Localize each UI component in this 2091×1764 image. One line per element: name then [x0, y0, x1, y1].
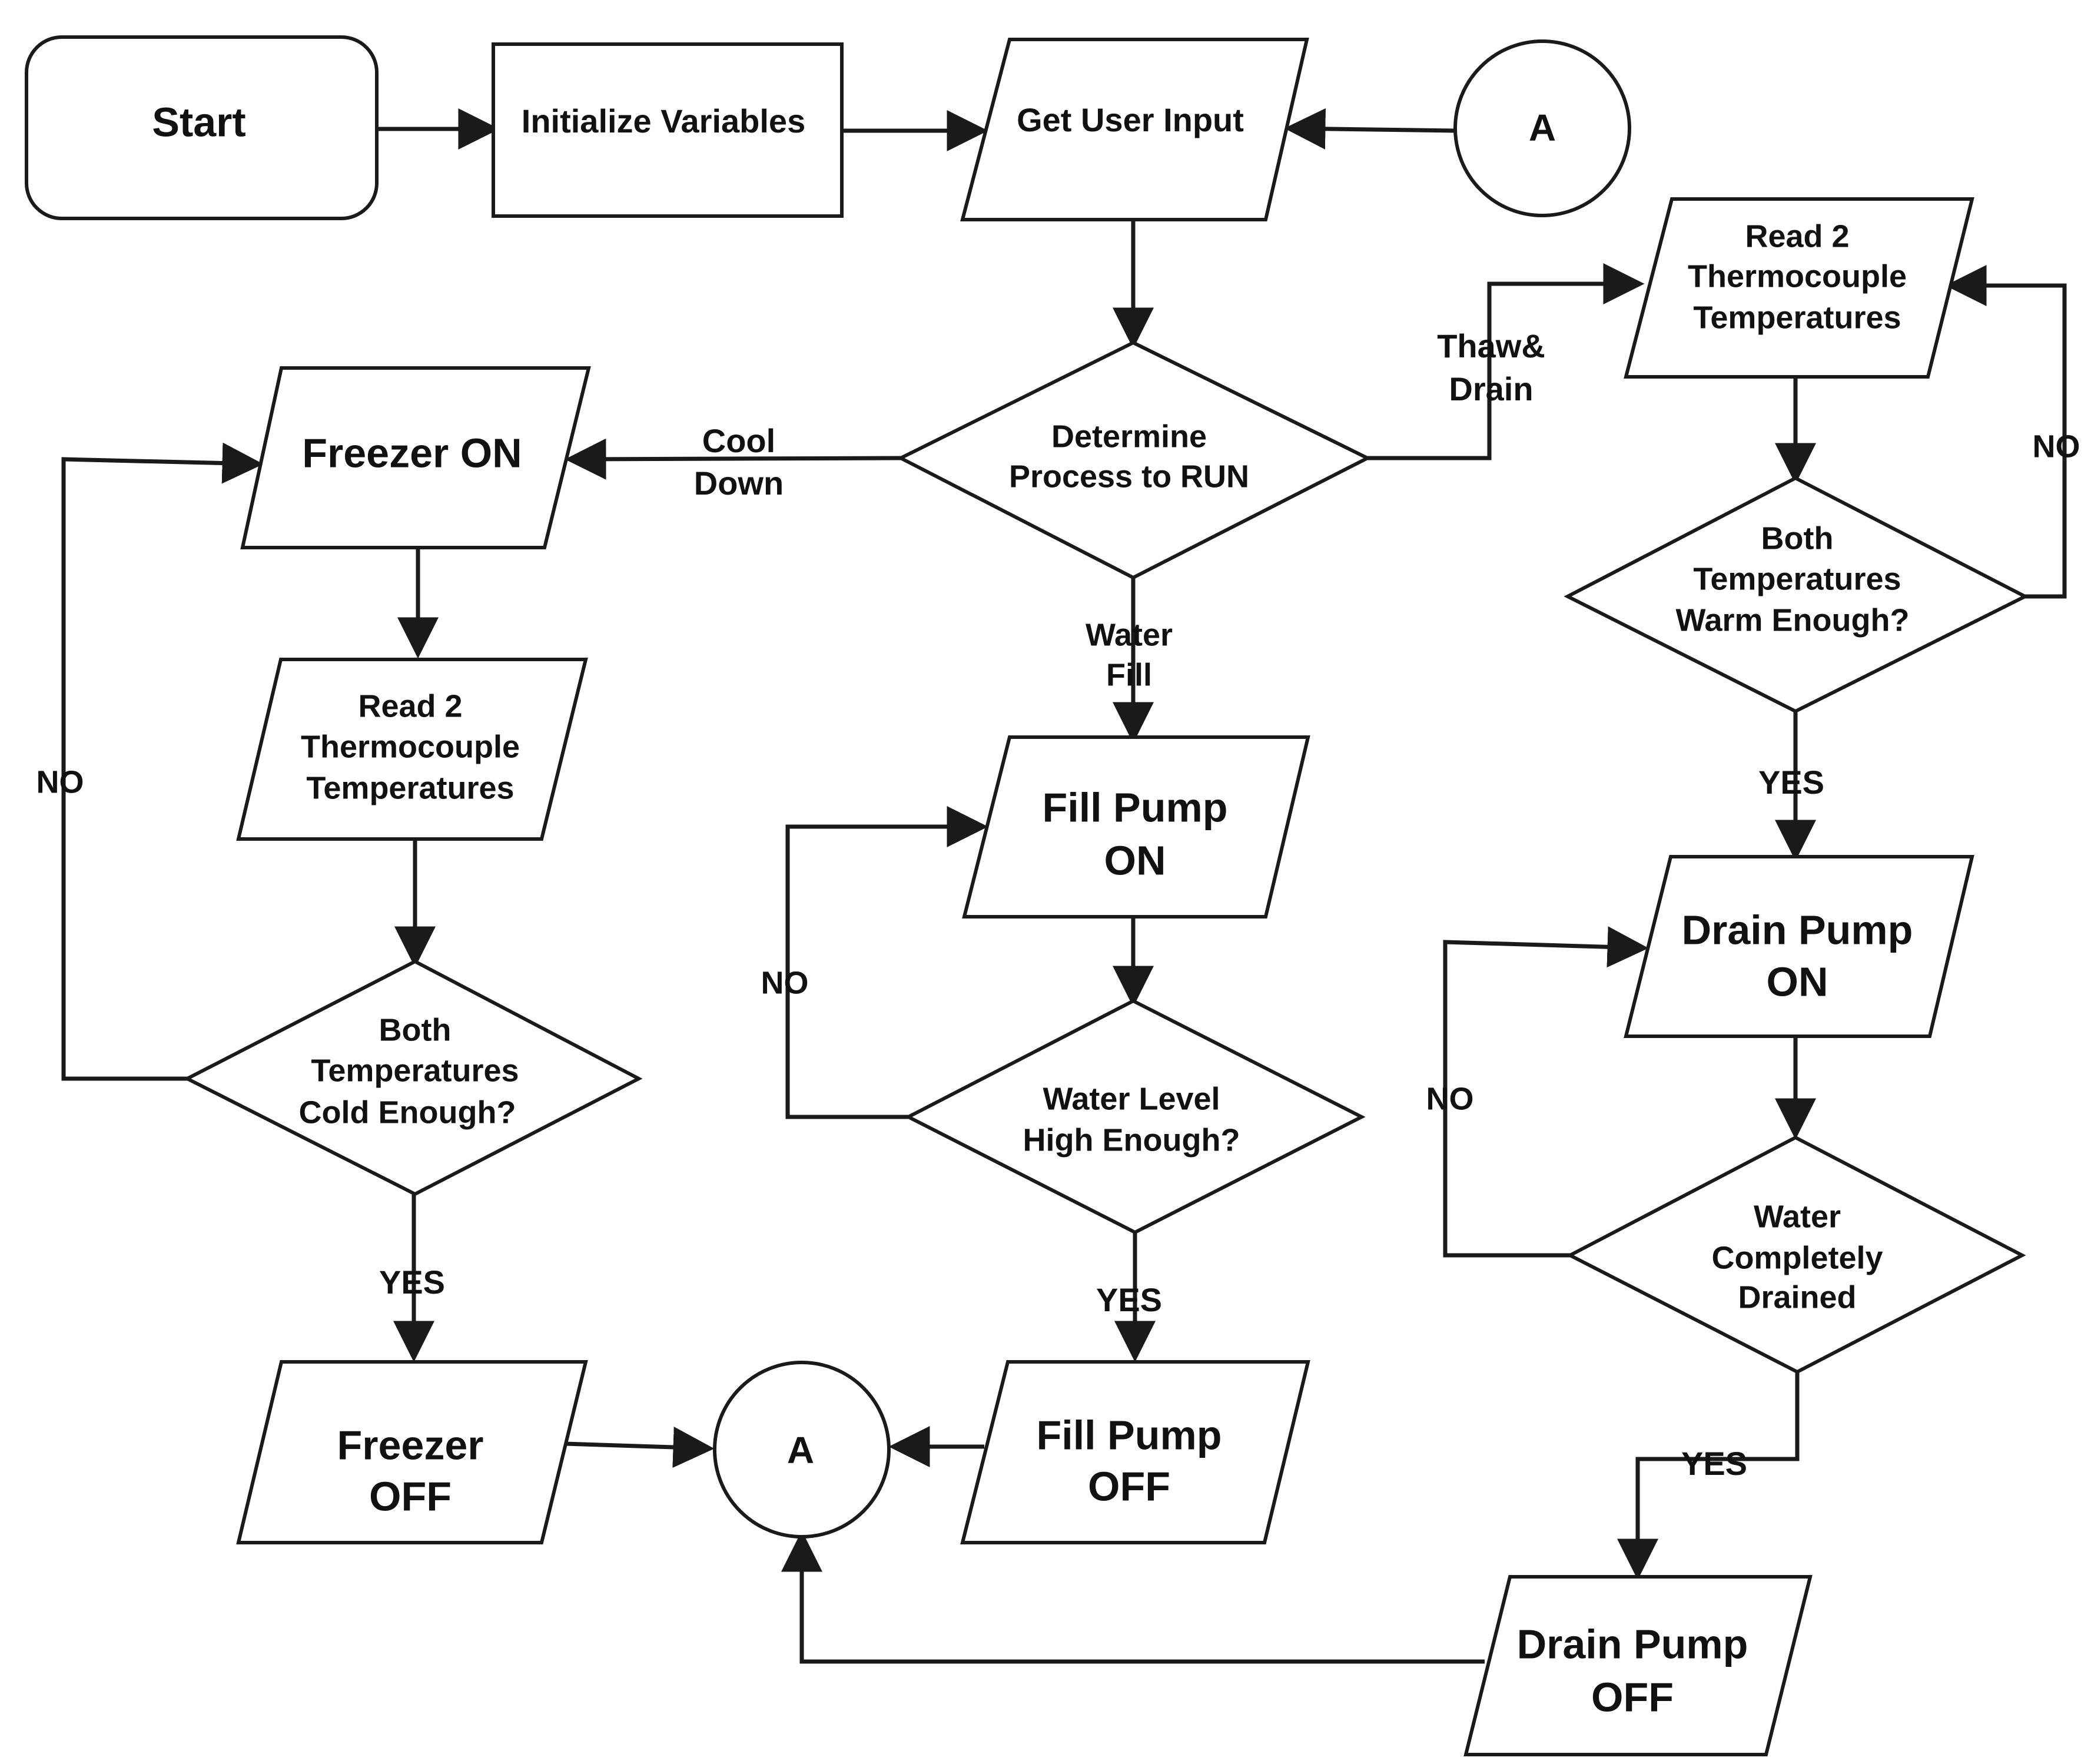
fill-off-io — [960, 1360, 1310, 1544]
freezer-off-label: OFF — [369, 1473, 452, 1519]
cold-check-label: Cold Enough? — [299, 1095, 516, 1130]
connector-a-top — [1453, 39, 1631, 217]
edge-freezer-off-to-a — [565, 1427, 715, 1468]
cool-down-label: Cool — [702, 422, 775, 459]
cold-no-label: NO — [36, 764, 84, 800]
read-left-label: Thermocouple — [301, 729, 520, 764]
init-process-box — [492, 42, 844, 218]
freezer-on-label: Freezer ON — [302, 430, 522, 476]
init-label: Initialize Variables — [522, 102, 805, 140]
drain-off-label: OFF — [1591, 1674, 1674, 1720]
thaw-drain-label: Thaw& — [1437, 327, 1545, 364]
read-left-label: Temperatures — [306, 770, 514, 805]
warm-yes-label: YES — [1758, 764, 1824, 801]
read-right-label: Thermocouple — [1688, 258, 1907, 294]
edge-cool-down — [565, 438, 901, 480]
drained-yes-label: YES — [1681, 1445, 1747, 1482]
edge-thaw-drain — [1368, 263, 1645, 460]
get-input-io — [960, 38, 1309, 221]
connector-a-bottom-label: A — [787, 1429, 814, 1471]
edge-cold-no-loop — [61, 442, 264, 1081]
connectors — [61, 108, 2067, 1664]
thaw-drain-label: Drain — [1449, 370, 1533, 407]
drain-on-io — [1624, 855, 1974, 1038]
drained-check-label: Completely — [1711, 1240, 1883, 1275]
drained-no-label: NO — [1426, 1081, 1474, 1116]
edge-drained-no-loop — [1443, 926, 1649, 1258]
fill-on-io — [962, 735, 1310, 919]
water-fill-label: Water — [1086, 617, 1173, 652]
freezer-off-io — [236, 1360, 588, 1544]
read-right-label: Temperatures — [1693, 300, 1901, 335]
cool-down-label: Down — [694, 465, 784, 502]
water-yes-label: YES — [1096, 1281, 1162, 1318]
cold-yes-label: YES — [379, 1264, 445, 1301]
water-check-label: Water Level — [1043, 1081, 1220, 1116]
connector-a-top-label: A — [1529, 107, 1556, 149]
water-fill-label: Fill — [1106, 657, 1152, 692]
edge-drain-off-to-a — [781, 1530, 1485, 1664]
cold-check-label: Temperatures — [311, 1053, 519, 1088]
read-right-io — [1624, 197, 1974, 379]
connector-a-bottom — [713, 1361, 891, 1538]
warm-check-decision — [1564, 476, 2029, 714]
determine-label: Determine — [1051, 419, 1207, 454]
start-terminal — [25, 35, 379, 220]
shapes — [25, 35, 2029, 1756]
warm-check-label: Temperatures — [1693, 561, 1901, 596]
drained-check-label: Drained — [1738, 1279, 1856, 1315]
drain-on-label: Drain Pump — [1682, 907, 1913, 953]
cold-check-decision — [183, 959, 643, 1196]
read-right-label: Read 2 — [1745, 218, 1849, 254]
fill-off-label: OFF — [1088, 1463, 1170, 1509]
get-input-label: Get User Input — [1017, 101, 1244, 138]
node-labels: Start Initialize Variables Get User Inpu… — [152, 99, 1913, 1720]
edge-drained-yes — [1617, 1372, 1800, 1580]
cold-check-label: Both — [379, 1012, 452, 1047]
water-no-label: NO — [761, 965, 809, 1000]
freezer-off-label: Freezer — [337, 1422, 483, 1468]
start-label: Start — [152, 99, 245, 145]
edge-connector-to-input — [1284, 108, 1456, 150]
read-left-label: Read 2 — [358, 688, 462, 724]
water-check-label: High Enough? — [1023, 1122, 1240, 1158]
drain-off-io — [1463, 1575, 1813, 1756]
drained-check-decision — [1566, 1135, 2026, 1374]
drain-on-label: ON — [1767, 959, 1828, 1004]
warm-check-label: Both — [1761, 520, 1834, 556]
fill-off-label: Fill Pump — [1037, 1412, 1222, 1458]
fill-on-label: Fill Pump — [1043, 784, 1228, 830]
edge-water-no-loop — [785, 806, 988, 1119]
drain-off-label: Drain Pump — [1517, 1621, 1748, 1667]
determine-decision — [897, 340, 1372, 580]
read-left-io — [236, 658, 588, 841]
warm-no-label: NO — [2033, 429, 2080, 464]
edge-labels: Cool Down Water Fill Thaw& Drain NO YES … — [36, 327, 2080, 1482]
edge-warm-no-loop — [1945, 265, 2067, 599]
freezer-on-io — [240, 366, 591, 549]
determine-label: Process to RUN — [1009, 459, 1249, 494]
drained-check-label: Water — [1754, 1199, 1841, 1234]
fill-on-label: ON — [1104, 837, 1166, 883]
water-check-decision — [904, 999, 1366, 1235]
warm-check-label: Warm Enough? — [1676, 602, 1910, 638]
